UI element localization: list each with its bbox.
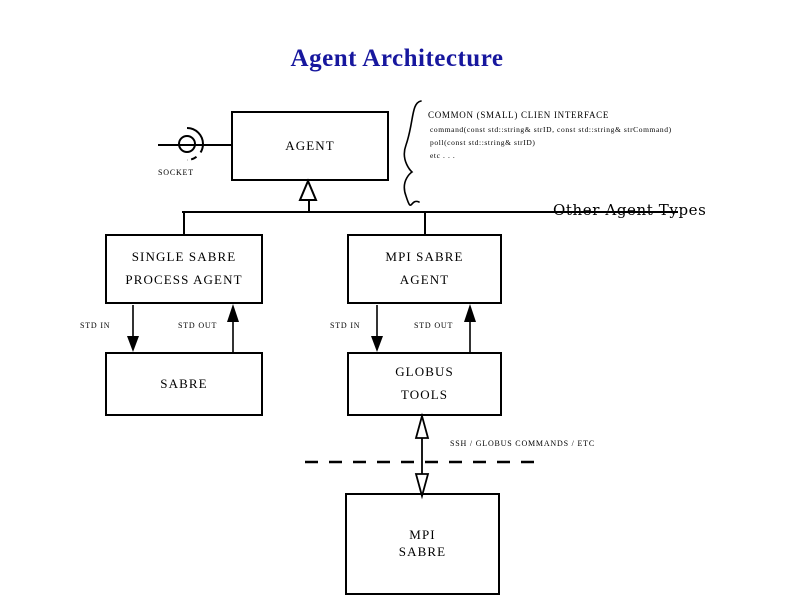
mpi-sabre-box[interactable]: MPI SABRE	[345, 493, 500, 595]
mpi-sabre-agent-box[interactable]: MPI SABRE AGENT	[347, 234, 502, 304]
mpi-sabre-agent-label-1: MPI SABRE	[385, 249, 464, 265]
mpi-sabre-label-2: SABRE	[398, 544, 447, 559]
interface-note-line-3: etc . . .	[430, 151, 456, 160]
socket-label: SOCKET	[158, 168, 194, 177]
globus-tools-label-1: GLOBUS	[395, 364, 454, 380]
right-std-out-label: STD OUT	[414, 321, 454, 330]
interface-note-line-1: command(const std::string& strID, const …	[430, 125, 672, 134]
globus-tools-box[interactable]: GLOBUS TOOLS	[347, 352, 502, 416]
single-sabre-label-1: SINGLE SABRE	[131, 249, 237, 265]
right-std-out-arrow	[464, 304, 476, 352]
mpi-sabre-agent-label-2: AGENT	[399, 272, 450, 287]
sabre-box[interactable]: SABRE	[105, 352, 263, 416]
other-agent-types-label: Other Agent Types	[553, 201, 707, 219]
remote-link-double-arrow	[414, 412, 430, 500]
right-std-in-label: STD IN	[330, 321, 361, 330]
bus-drop-right	[424, 211, 426, 236]
agent-box[interactable]: AGENT	[231, 111, 389, 181]
inheritance-bus-line	[182, 211, 678, 213]
left-std-in-arrow	[127, 305, 139, 352]
remote-link-label: SSH / GLOBUS COMMANDS / ETC	[450, 439, 595, 448]
interface-note-line-2: poll(const std::string& strID)	[430, 138, 536, 147]
left-std-out-label: STD OUT	[178, 321, 218, 330]
interface-brace	[403, 100, 422, 206]
single-sabre-process-agent-box[interactable]: SINGLE SABRE PROCESS AGENT	[105, 234, 263, 304]
left-std-out-arrow	[227, 304, 239, 352]
interface-note-heading: COMMON (SMALL) CLIEN INTERFACE	[428, 110, 610, 120]
mpi-sabre-label-1: MPI	[409, 527, 436, 543]
bus-drop-left	[183, 211, 185, 236]
page-title: Agent Architecture	[290, 45, 504, 72]
socket-to-agent-wire	[196, 144, 232, 146]
globus-tools-label-2: TOOLS	[400, 387, 449, 402]
left-std-in-label: STD IN	[80, 321, 111, 330]
single-sabre-label-2: PROCESS AGENT	[125, 272, 243, 287]
right-std-in-arrow	[371, 305, 383, 352]
sabre-label: SABRE	[160, 375, 208, 391]
agent-box-label: AGENT	[285, 137, 335, 153]
bus-riser-to-agent	[308, 196, 310, 212]
